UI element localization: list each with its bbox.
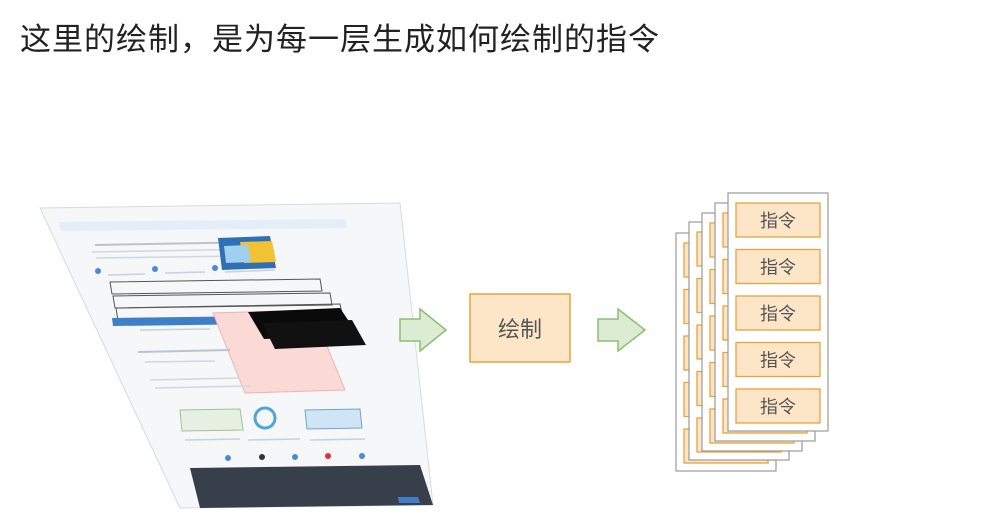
instruction-label: 指令 bbox=[760, 258, 796, 279]
instruction-box bbox=[735, 202, 821, 238]
flow-arrow-2 bbox=[597, 307, 647, 353]
flow-arrow-1 bbox=[399, 307, 448, 353]
instruction-label: 指令 bbox=[760, 211, 796, 232]
instruction-box bbox=[735, 341, 821, 378]
instruction-label: 指令 bbox=[760, 351, 796, 372]
instruction-box bbox=[735, 295, 821, 331]
instruction-label: 指令 bbox=[760, 397, 796, 418]
web-page-layers-illustration bbox=[39, 202, 434, 509]
instruction-box bbox=[735, 388, 821, 424]
instruction-label: 指令 bbox=[760, 304, 796, 325]
page-title: 这里的绘制，是为每一层生成如何绘制的指令 bbox=[20, 22, 660, 58]
instruction-box bbox=[735, 248, 821, 285]
draw-process-box: 绘制 bbox=[469, 293, 571, 363]
draw-process-label: 绘制 bbox=[498, 318, 542, 343]
